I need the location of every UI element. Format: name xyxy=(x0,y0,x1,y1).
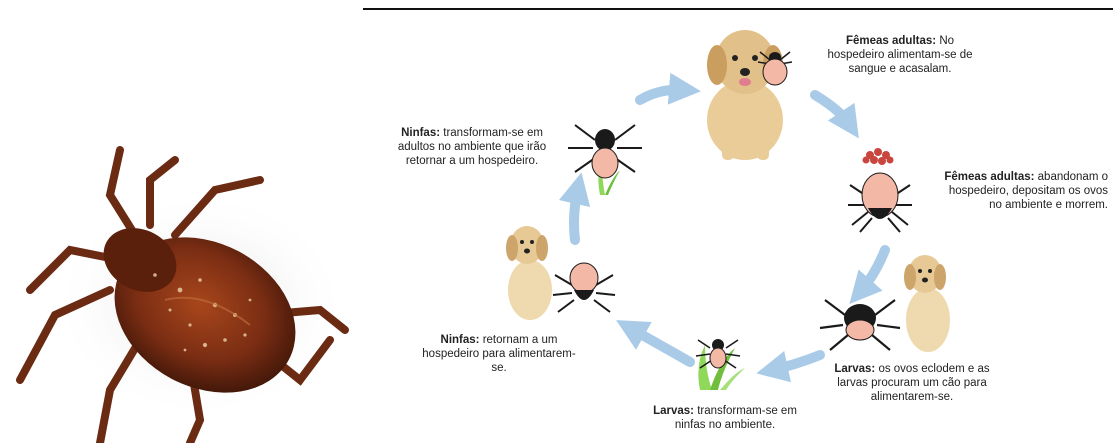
tick-icon xyxy=(820,300,900,350)
dog-icon xyxy=(904,255,950,352)
tick-icon xyxy=(553,263,615,312)
caption-adult-females-feeding: Fêmeas adultas: No hospedeiro alimentam-… xyxy=(825,34,975,76)
dog-icon xyxy=(506,226,552,320)
caption-label: Larvas: xyxy=(653,405,694,417)
egg-cluster-icon xyxy=(863,148,894,165)
caption-label: Ninfas: xyxy=(401,127,440,139)
dog-icon xyxy=(707,30,783,160)
tick-icon xyxy=(568,125,642,178)
caption-label: Ninfas: xyxy=(441,334,480,346)
tick-icon xyxy=(848,173,912,232)
caption-label: Fêmeas adultas: xyxy=(846,35,936,47)
caption-label: Larvas: xyxy=(834,363,875,375)
caption-larvae-molting: Larvas: transformam-se em ninfas no ambi… xyxy=(640,404,810,432)
tick-photo xyxy=(0,140,360,443)
caption-nymphs-feeding: Ninfas: retornam a um hospedeiro para al… xyxy=(418,333,580,375)
caption-larvae-hatching: Larvas: os ovos eclodem e as larvas proc… xyxy=(832,362,992,404)
caption-adult-females-laying: Fêmeas adultas: abandonam o hospedeiro, … xyxy=(940,170,1108,212)
caption-text: transformam-se em ninfas no ambiente. xyxy=(675,405,797,431)
life-cycle-diagram xyxy=(360,10,1113,443)
caption-nymphs-molting: Ninfas: transformam-se em adultos no amb… xyxy=(382,126,562,168)
caption-label: Fêmeas adultas: xyxy=(944,171,1034,183)
